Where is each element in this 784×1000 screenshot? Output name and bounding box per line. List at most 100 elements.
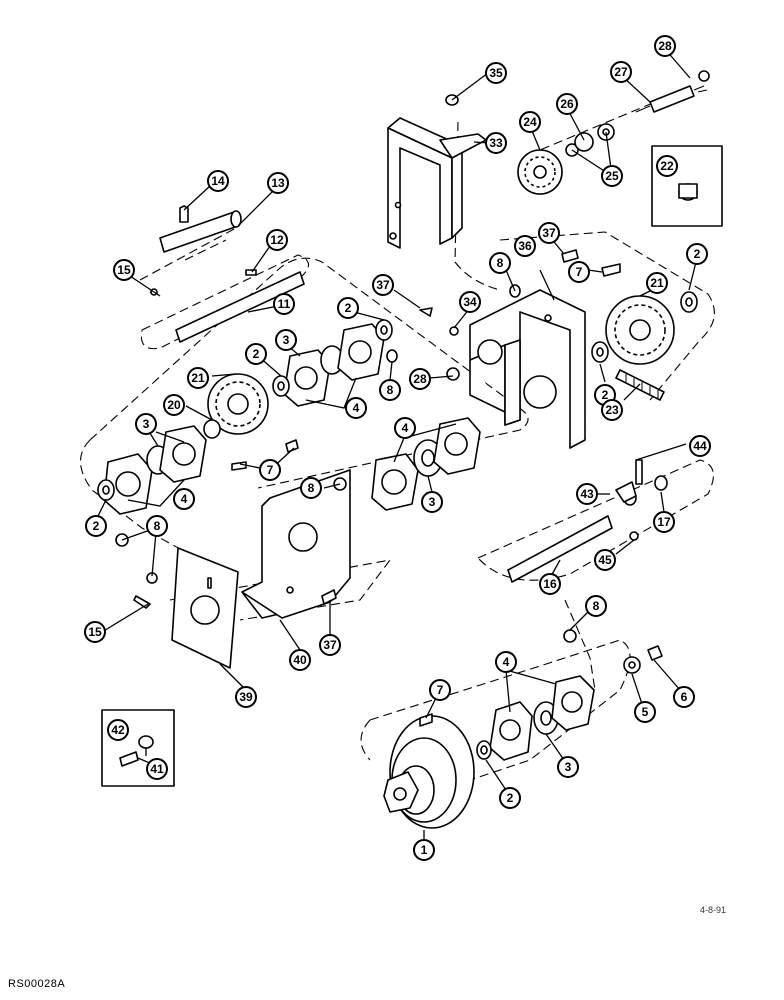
callout-22: 22 [656, 155, 678, 177]
svg-text:3: 3 [565, 760, 572, 774]
svg-text:4: 4 [181, 492, 188, 506]
svg-text:16: 16 [543, 577, 557, 591]
callout-37-upper-right: 37 [538, 222, 560, 244]
svg-text:43: 43 [580, 487, 594, 501]
svg-text:2: 2 [93, 519, 100, 533]
callout-4-upper: 4 [345, 397, 367, 419]
svg-text:22: 22 [660, 159, 674, 173]
callout-41: 41 [146, 758, 168, 780]
callout-44: 44 [689, 435, 711, 457]
svg-text:37: 37 [542, 226, 556, 240]
callout-3-upper: 3 [275, 329, 297, 351]
svg-text:44: 44 [693, 439, 707, 453]
svg-text:7: 7 [437, 683, 444, 697]
callout-43: 43 [576, 483, 598, 505]
callout-4-lower: 4 [495, 651, 517, 673]
svg-text:4: 4 [402, 421, 409, 435]
callout-34: 34 [459, 291, 481, 313]
svg-text:3: 3 [429, 495, 436, 509]
callout-14: 14 [207, 170, 229, 192]
svg-text:37: 37 [376, 278, 390, 292]
svg-text:37: 37 [323, 638, 337, 652]
svg-text:45: 45 [598, 553, 612, 567]
callout-8-lower-left: 8 [146, 515, 168, 537]
svg-text:5: 5 [642, 705, 649, 719]
callout-26: 26 [556, 93, 578, 115]
svg-text:2: 2 [345, 301, 352, 315]
svg-text:2: 2 [507, 791, 514, 805]
callout-42: 42 [107, 719, 129, 741]
svg-text:34: 34 [463, 295, 477, 309]
svg-text:17: 17 [657, 515, 671, 529]
callout-27: 27 [610, 61, 632, 83]
svg-text:8: 8 [308, 481, 315, 495]
callout-25: 25 [601, 165, 623, 187]
callout-1: 1 [413, 839, 435, 861]
svg-text:4: 4 [503, 655, 510, 669]
svg-text:25: 25 [605, 169, 619, 183]
callout-45: 45 [594, 549, 616, 571]
svg-text:41: 41 [150, 762, 164, 776]
svg-text:14: 14 [211, 174, 225, 188]
svg-text:7: 7 [267, 463, 274, 477]
svg-text:39: 39 [239, 690, 253, 704]
callout-6: 6 [673, 686, 695, 708]
svg-text:33: 33 [489, 136, 503, 150]
callout-3-lower: 3 [557, 756, 579, 778]
svg-text:27: 27 [614, 65, 628, 79]
svg-text:28: 28 [658, 39, 672, 53]
svg-text:1: 1 [421, 843, 428, 857]
callout-3-mid: 3 [421, 491, 443, 513]
callout-2-upper-mid: 2 [337, 297, 359, 319]
svg-text:8: 8 [497, 256, 504, 270]
svg-text:2: 2 [253, 347, 260, 361]
callout-8-upper: 8 [489, 252, 511, 274]
svg-text:6: 6 [681, 690, 688, 704]
callout-21-right: 21 [646, 272, 668, 294]
callout-39: 39 [235, 686, 257, 708]
callout-4-left: 4 [173, 488, 195, 510]
callout-15-top: 15 [113, 259, 135, 281]
svg-text:40: 40 [293, 653, 307, 667]
svg-text:12: 12 [270, 233, 284, 247]
callout-8-lower: 8 [585, 595, 607, 617]
callout-8-mid: 8 [379, 379, 401, 401]
callout-13: 13 [267, 172, 289, 194]
callout-17: 17 [653, 511, 675, 533]
svg-text:23: 23 [605, 403, 619, 417]
svg-text:15: 15 [117, 263, 131, 277]
sprocket-21-right [605, 295, 675, 365]
callout-3-left: 3 [135, 413, 157, 435]
figure-reference-code: RS00028A [8, 978, 66, 990]
svg-text:11: 11 [278, 297, 291, 311]
clutch-assembly-1 [383, 715, 475, 829]
callout-28-mid: 28 [409, 368, 431, 390]
callout-16: 16 [539, 573, 561, 595]
svg-text:28: 28 [413, 372, 427, 386]
center-bracket-36 [469, 289, 586, 449]
svg-text:8: 8 [593, 599, 600, 613]
svg-text:35: 35 [489, 66, 503, 80]
callout-2-lower: 2 [499, 787, 521, 809]
callout-11: 11 [273, 293, 295, 315]
lower-bracket-40 [241, 469, 351, 619]
svg-text:42: 42 [111, 723, 125, 737]
callout-33: 33 [485, 132, 507, 154]
callout-37-upper-left: 37 [372, 274, 394, 296]
plate-39 [171, 547, 239, 669]
callout-35: 35 [485, 62, 507, 84]
svg-text:8: 8 [154, 519, 161, 533]
callout-8-left: 8 [300, 477, 322, 499]
callout-28-top: 28 [654, 35, 676, 57]
callout-21-left: 21 [187, 367, 209, 389]
chain-23 [615, 369, 665, 401]
callout-2-lower-left: 2 [85, 515, 107, 537]
svg-text:15: 15 [88, 625, 102, 639]
svg-text:3: 3 [283, 333, 290, 347]
callout-15-lower: 15 [84, 621, 106, 643]
callout-2-upper-right: 2 [686, 243, 708, 265]
svg-text:3: 3 [143, 417, 150, 431]
figure-corner-mark: 4-8-91 [700, 905, 727, 915]
svg-text:13: 13 [271, 176, 285, 190]
